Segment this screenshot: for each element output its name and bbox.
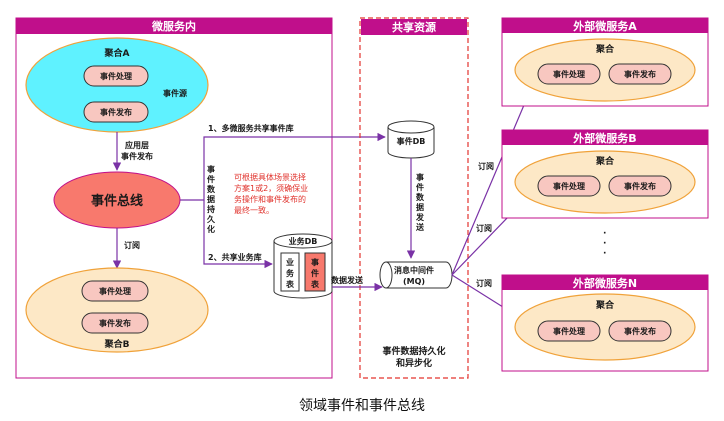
svg-text:久: 久: [206, 214, 216, 224]
svg-text:表: 表: [310, 279, 320, 289]
more-services-ellipsis: · · ·: [603, 229, 606, 259]
aggregate-b-label: 聚合B: [104, 338, 130, 350]
svg-text:据: 据: [207, 194, 215, 204]
mq-label: 消息中间件: [394, 265, 434, 275]
service-a-publish: 事件发布: [624, 69, 656, 79]
aggregate-a-handle: 事件处理: [100, 71, 132, 81]
svg-text:·: ·: [603, 239, 606, 249]
send-data-label: 数据发送: [331, 275, 364, 285]
option2-label: 2、共享业务库: [208, 252, 262, 262]
service-n-aggregate: 聚合: [595, 299, 615, 311]
service-b-aggregate: 聚合: [595, 155, 615, 167]
svg-text:务操作和事件发布的: 务操作和事件发布的: [234, 194, 306, 204]
shared-resources-panel: 共享资源: [359, 17, 469, 379]
svg-text:数: 数: [207, 184, 216, 194]
svg-text:务: 务: [286, 268, 295, 278]
subscribe-a-label: 订阅: [478, 161, 494, 171]
svg-text:·: ·: [603, 229, 606, 239]
shared-footer-1: 事件数据持久化: [382, 345, 445, 357]
shared-title: 共享资源: [392, 20, 436, 34]
svg-text:表: 表: [285, 279, 295, 289]
service-n-title: 外部微服务N: [572, 276, 637, 290]
service-b-publish: 事件发布: [624, 181, 656, 191]
svg-text:·: ·: [603, 249, 606, 259]
svg-text:件: 件: [311, 268, 319, 278]
external-service-b: 外部微服务B 聚合 事件处理 事件发布: [501, 129, 709, 219]
svg-text:最终一致。: 最终一致。: [234, 205, 274, 215]
mq-sub-label: (MQ): [403, 277, 425, 286]
business-db: 业务DB 业 务 表 事 件 表: [273, 233, 333, 299]
service-n-handle: 事件处理: [553, 326, 585, 336]
svg-text:方案1或2，须确保业: 方案1或2，须确保业: [234, 183, 308, 193]
aggregate-b-publish: 事件发布: [99, 318, 131, 328]
shared-business-db-path: [203, 200, 273, 269]
event-db-label: 事件DB: [397, 136, 426, 146]
subscribe-n-label: 订阅: [476, 278, 492, 288]
aggregate-a-publish: 事件发布: [100, 107, 132, 117]
service-n-publish: 事件发布: [624, 326, 656, 336]
service-a-aggregate: 聚合: [595, 43, 615, 55]
svg-text:事: 事: [416, 172, 424, 182]
svg-text:可根据具体场景选择: 可根据具体场景选择: [234, 172, 306, 182]
svg-text:件: 件: [416, 182, 424, 192]
option1-label: 1、多微服务共享事件库: [208, 123, 294, 133]
mq: 消息中间件 (MQ): [379, 261, 453, 289]
event-source-label: 事件源: [163, 88, 187, 98]
app-layer-label: 应用层: [125, 140, 149, 150]
aggregate-b-handle: 事件处理: [99, 286, 131, 296]
aggregate-a-label: 聚合A: [104, 47, 130, 59]
svg-text:数: 数: [416, 192, 425, 202]
svg-text:持: 持: [207, 204, 215, 214]
figure-caption: 领域事件和事件总线: [299, 398, 425, 414]
svg-text:业: 业: [286, 257, 294, 267]
svg-text:发: 发: [415, 212, 425, 222]
service-a-title: 外部微服务A: [572, 19, 637, 33]
data-send-vertical-label: 事 件 数 据 发 送: [415, 172, 425, 232]
micro-inner-title: 微服务内: [151, 19, 196, 33]
svg-text:事: 事: [207, 164, 215, 174]
event-db: 事件DB: [387, 120, 435, 159]
svg-text:据: 据: [416, 202, 424, 212]
service-a-handle: 事件处理: [553, 69, 585, 79]
aggregate-a: 聚合A 事件处理 事件发布 事件源: [25, 37, 209, 133]
persist-vertical-label: 事 件 数 据 持 久 化: [206, 164, 216, 234]
business-db-label: 业务DB: [289, 236, 318, 246]
svg-text:送: 送: [415, 222, 425, 232]
external-service-a: 外部微服务A 聚合 事件处理 事件发布: [501, 17, 709, 107]
event-bus-label: 事件总线: [91, 193, 143, 209]
service-b-title: 外部微服务B: [572, 131, 636, 145]
svg-text:事: 事: [311, 257, 319, 267]
service-b-handle: 事件处理: [553, 181, 585, 191]
shared-footer-2: 和异步化: [395, 357, 432, 369]
shared-event-db-path: [180, 132, 386, 201]
svg-text:件: 件: [207, 174, 215, 184]
aggregate-b: 事件处理 事件发布 聚合B: [25, 267, 209, 353]
svg-text:化: 化: [207, 224, 215, 234]
external-service-n: 外部微服务N 聚合 事件处理 事件发布: [501, 274, 709, 372]
scenario-note: 可根据具体场景选择 方案1或2，须确保业 务操作和事件发布的 最终一致。: [234, 172, 308, 215]
subscribe-b-label: 订阅: [476, 223, 492, 233]
app-publish-label: 事件发布: [121, 151, 153, 161]
event-bus: 事件总线: [53, 171, 181, 229]
subscribe-label: 订阅: [124, 240, 140, 250]
